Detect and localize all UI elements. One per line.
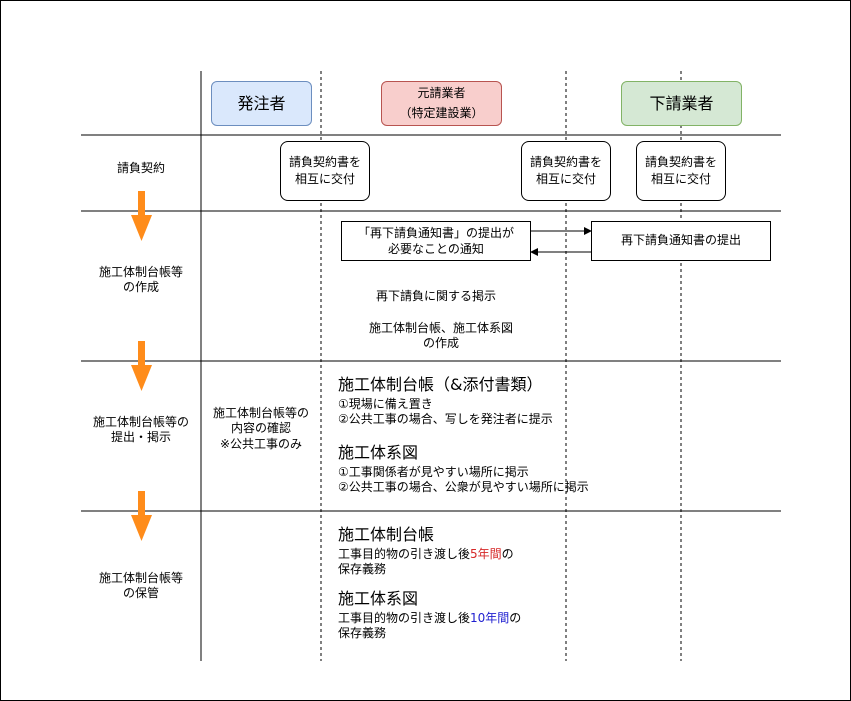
keep-chart-text: 工事目的物の引き渡し後10年間の 保存義務 xyxy=(338,611,521,642)
posting-text: 再下請負に関する掲示 xyxy=(341,289,531,304)
contract-box-line1: 請負契約書を xyxy=(529,154,602,169)
submit-chart-title-text: 施工体系図 xyxy=(338,443,419,462)
keep-ledger-line2: 保存義務 xyxy=(338,562,387,577)
header-prime-contractor: 元請業者 （特定建設業） xyxy=(381,81,502,126)
contract-box-line2: 相互に交付 xyxy=(535,172,596,186)
keep-chart-post: の xyxy=(509,611,522,625)
keep-ledger-post: の xyxy=(501,547,514,561)
ledger-creation-text: 施工体制台帳、施工体系図 の作成 xyxy=(341,321,541,352)
row-label-keep-line1: 施工体制台帳等 xyxy=(98,571,183,585)
keep-ledger-title-text: 施工体制台帳 xyxy=(338,525,435,544)
submit-ledger-item: ②公共工事の場合、写しを発注者に提示 xyxy=(338,412,553,427)
header-sub-label: 下請業者 xyxy=(649,93,714,113)
contract-box-line2: 相互に交付 xyxy=(650,172,711,186)
header-prime-sublabel: （特定建設業） xyxy=(399,105,484,120)
posting-text-label: 再下請負に関する掲示 xyxy=(375,289,496,303)
keep-ledger-period: 5年間 xyxy=(470,547,502,561)
submit-ledger-title-text: 施工体制台帳（&添付書類） xyxy=(338,375,543,394)
flow-arrow-down-icon xyxy=(131,191,152,241)
contract-box-line1: 請負契約書を xyxy=(288,154,361,169)
keep-chart-line1: 工事目的物の引き渡し後10年間の xyxy=(338,611,521,626)
keep-ledger-title: 施工体制台帳 xyxy=(338,525,434,545)
contract-box-sub-next: 請負契約書を 相互に交付 xyxy=(636,141,726,201)
notice-request-box: 「再下請負通知書」の提出が 必要なことの通知 xyxy=(341,221,531,261)
keep-chart-period: 10年間 xyxy=(470,611,510,625)
submit-ledger-items: ①現場に備え置き ②公共工事の場合、写しを発注者に提示 xyxy=(338,397,553,428)
keep-chart-title: 施工体系図 xyxy=(338,589,418,609)
owner-check-text: 施工体制台帳等の 内容の確認 ※公共工事のみ xyxy=(201,406,321,452)
flow-arrow-down-icon xyxy=(131,491,152,541)
contract-box-line2: 相互に交付 xyxy=(294,172,355,186)
keep-chart-line2: 保存義務 xyxy=(338,626,387,641)
contract-box-line1: 請負契約書を xyxy=(644,154,717,169)
row-label-create-line1: 施工体制台帳等 xyxy=(98,265,183,279)
row-label-create-line2: の作成 xyxy=(122,280,159,295)
header-owner-label: 発注者 xyxy=(237,93,286,113)
header-subcontractor: 下請業者 xyxy=(621,81,742,126)
row-label-submit: 施工体制台帳等の 提出・掲示 xyxy=(81,415,201,446)
header-owner: 発注者 xyxy=(211,81,312,126)
submit-chart-item: ①工事関係者が見やすい場所に掲示 xyxy=(338,465,529,479)
row-label-submit-line2: 提出・掲示 xyxy=(110,430,171,445)
contract-box-owner-prime: 請負契約書を 相互に交付 xyxy=(280,141,370,201)
owner-check-line3: ※公共工事のみ xyxy=(219,436,303,451)
keep-chart-title-text: 施工体系図 xyxy=(338,589,419,608)
submit-ledger-item: ①現場に備え置き xyxy=(338,397,433,411)
row-label-keep: 施工体制台帳等 の保管 xyxy=(81,571,201,602)
contract-box-prime-sub: 請負契約書を 相互に交付 xyxy=(521,141,611,201)
header-prime-label: 元請業者 xyxy=(417,86,466,101)
notice-request-line2: 必要なことの通知 xyxy=(388,242,484,256)
row-label-submit-line1: 施工体制台帳等の xyxy=(92,415,189,429)
submit-chart-title: 施工体系図 xyxy=(338,443,418,463)
notice-request-line1: 「再下請負通知書」の提出が xyxy=(357,225,514,240)
keep-ledger-text: 工事目的物の引き渡し後5年間の 保存義務 xyxy=(338,547,514,578)
owner-check-line1: 施工体制台帳等の xyxy=(212,406,309,420)
row-label-keep-line2: の保管 xyxy=(122,586,159,601)
notice-submit-box: 再下請負通知書の提出 xyxy=(591,221,771,261)
submit-chart-item: ②公共工事の場合、公衆が見やすい場所に掲示 xyxy=(338,480,589,495)
owner-check-line2: 内容の確認 xyxy=(230,421,291,436)
keep-ledger-pre: 工事目的物の引き渡し後 xyxy=(338,547,471,561)
ledger-creation-line1: 施工体制台帳、施工体系図 xyxy=(368,321,513,335)
submit-chart-items: ①工事関係者が見やすい場所に掲示 ②公共工事の場合、公衆が見やすい場所に掲示 xyxy=(338,465,589,496)
row-label-create: 施工体制台帳等 の作成 xyxy=(81,265,201,296)
row-label-contract-text: 請負契約 xyxy=(116,161,165,175)
notice-submit-label: 再下請負通知書の提出 xyxy=(620,233,741,248)
row-label-contract: 請負契約 xyxy=(81,161,201,176)
keep-chart-pre: 工事目的物の引き渡し後 xyxy=(338,611,471,625)
ledger-creation-line2: の作成 xyxy=(422,336,459,351)
submit-ledger-title: 施工体制台帳（&添付書類） xyxy=(338,375,542,395)
flow-arrow-down-icon xyxy=(131,341,152,391)
keep-ledger-line1: 工事目的物の引き渡し後5年間の xyxy=(338,547,514,562)
